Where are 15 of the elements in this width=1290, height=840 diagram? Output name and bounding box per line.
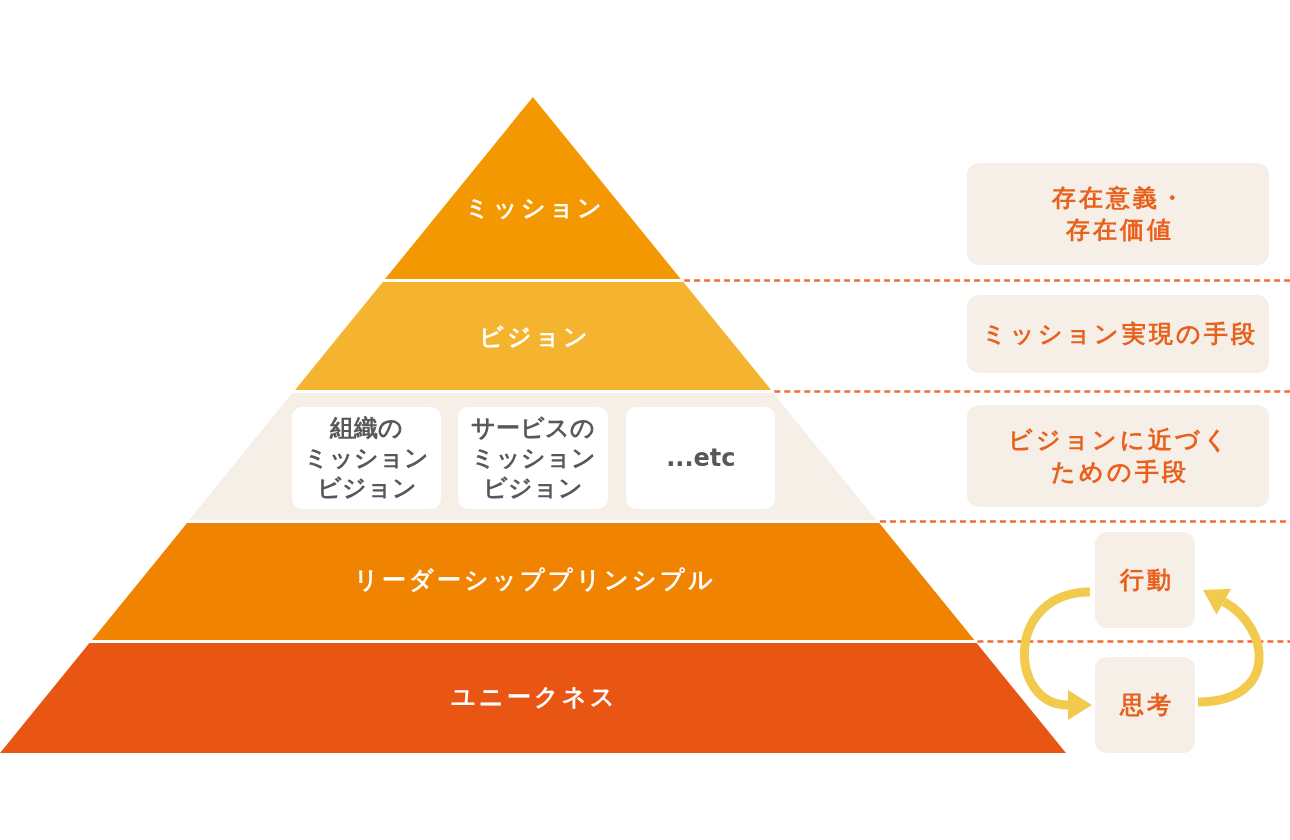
step-box: 行動 xyxy=(1095,532,1195,628)
pyramid-tier xyxy=(189,393,877,520)
info-card: 組織のミッションビジョン xyxy=(292,407,442,509)
description-box: ミッション実現の手段 xyxy=(967,295,1269,373)
curved-arrow xyxy=(1197,588,1264,707)
description-box: 存在意義・存在価値 xyxy=(967,163,1269,265)
curved-arrow xyxy=(1020,587,1092,720)
pyramid-tier: ビジョン xyxy=(294,282,772,390)
info-card: サービスのミッションビジョン xyxy=(458,407,609,509)
step-box: 思考 xyxy=(1095,657,1195,753)
pyramid-tier: ミッション xyxy=(385,97,681,279)
pyramid-tier: ユニークネス xyxy=(0,643,1066,753)
pyramid-tier: リーダーシッププリンシプル xyxy=(91,523,975,640)
info-card: ...etc xyxy=(626,407,776,509)
description-box: ビジョンに近づくための手段 xyxy=(967,405,1269,507)
